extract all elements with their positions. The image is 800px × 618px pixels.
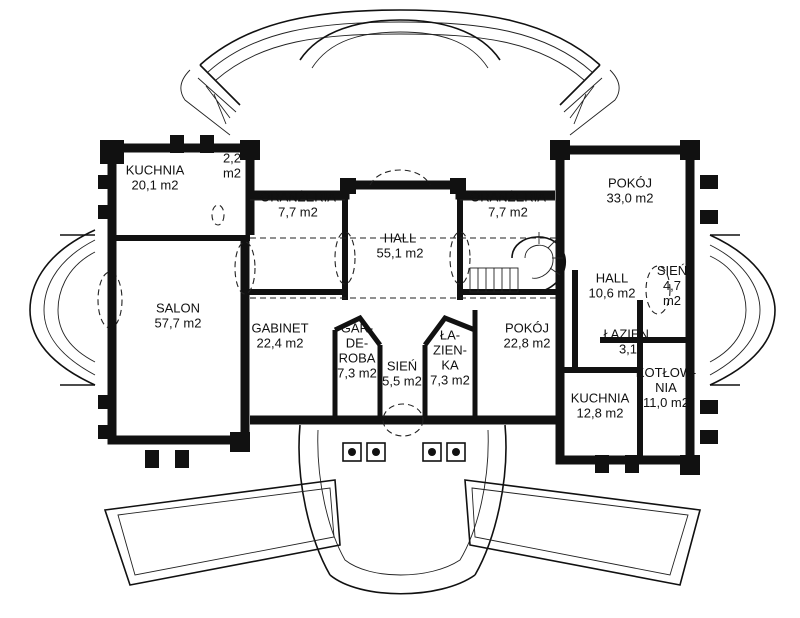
room-label-line: 10,6 m2 — [589, 286, 636, 301]
room-label-line: KUCHNIA — [126, 163, 185, 178]
room-label-line: 22,4 m2 — [257, 336, 304, 351]
interior-walls — [112, 195, 690, 460]
orangery-glazing — [250, 169, 560, 299]
room-label-line: NIA — [655, 380, 677, 395]
room-label-line: 2,2 — [223, 151, 241, 166]
spiral-staircase — [469, 232, 566, 294]
room-label-line: 55,1 m2 — [377, 246, 424, 261]
room-label-line: ŁA- — [440, 328, 460, 343]
room-label-line: SIEŃ — [387, 359, 417, 374]
room-label-line: ORANŻERIA — [260, 190, 336, 205]
room-label-line: 33,0 m2 — [607, 191, 654, 206]
arched-openings — [211, 204, 671, 437]
front-ramps — [103, 479, 702, 586]
room-label-line: HALL — [384, 231, 417, 246]
room-label-line: ROBA — [339, 351, 376, 366]
wall-piers — [98, 135, 718, 475]
room-label-line: SIEŃ — [657, 263, 687, 278]
room-label-line: GABINET — [251, 321, 308, 336]
room-label-line: HALL — [596, 271, 629, 286]
room-label-line: 11,0 m2 — [643, 395, 689, 410]
room-label-line: DE- — [346, 336, 368, 351]
room-label-line: 57,7 m2 — [155, 316, 202, 331]
top-arc-terrace — [180, 9, 620, 136]
left-bay — [29, 229, 123, 386]
room-label-line: SALON — [156, 301, 200, 316]
room-label-line: 7,3 m2 — [430, 373, 470, 388]
entrance-portico — [298, 424, 507, 595]
room-label-line: POKÓJ — [505, 321, 549, 336]
room-label-line: m2 — [663, 293, 681, 308]
right-bay — [709, 234, 776, 386]
room-label-line: 20,1 m2 — [132, 178, 179, 193]
room-label-line: 3,1 — [619, 342, 637, 357]
room-label-line: 12,8 m2 — [577, 406, 624, 421]
room-label-line: KOTŁOW- — [636, 365, 696, 380]
room-label-lazienka-right: ŁAZIEN.3,1 — [603, 327, 652, 357]
room-label-line: 7,7 m2 — [488, 205, 528, 220]
room-label-line: KA — [441, 358, 459, 373]
room-label-line: m2 — [223, 166, 241, 181]
room-label-line: 5,5 m2 — [382, 374, 422, 389]
room-label-line: 7,7 m2 — [278, 205, 318, 220]
room-label-line: 4,7 — [663, 278, 681, 293]
room-label-line: GAR- — [341, 321, 374, 336]
room-label-line: 22,8 m2 — [504, 336, 551, 351]
room-label-line: ORANŻERIA — [470, 190, 546, 205]
room-label-line: 7,3 m2 — [337, 366, 377, 381]
room-label-line: ŁAZIEN. — [603, 327, 652, 342]
room-label-line: POKÓJ — [608, 176, 652, 191]
room-label-line: KUCHNIA — [571, 391, 630, 406]
room-label-line: ZIEN- — [433, 343, 467, 358]
